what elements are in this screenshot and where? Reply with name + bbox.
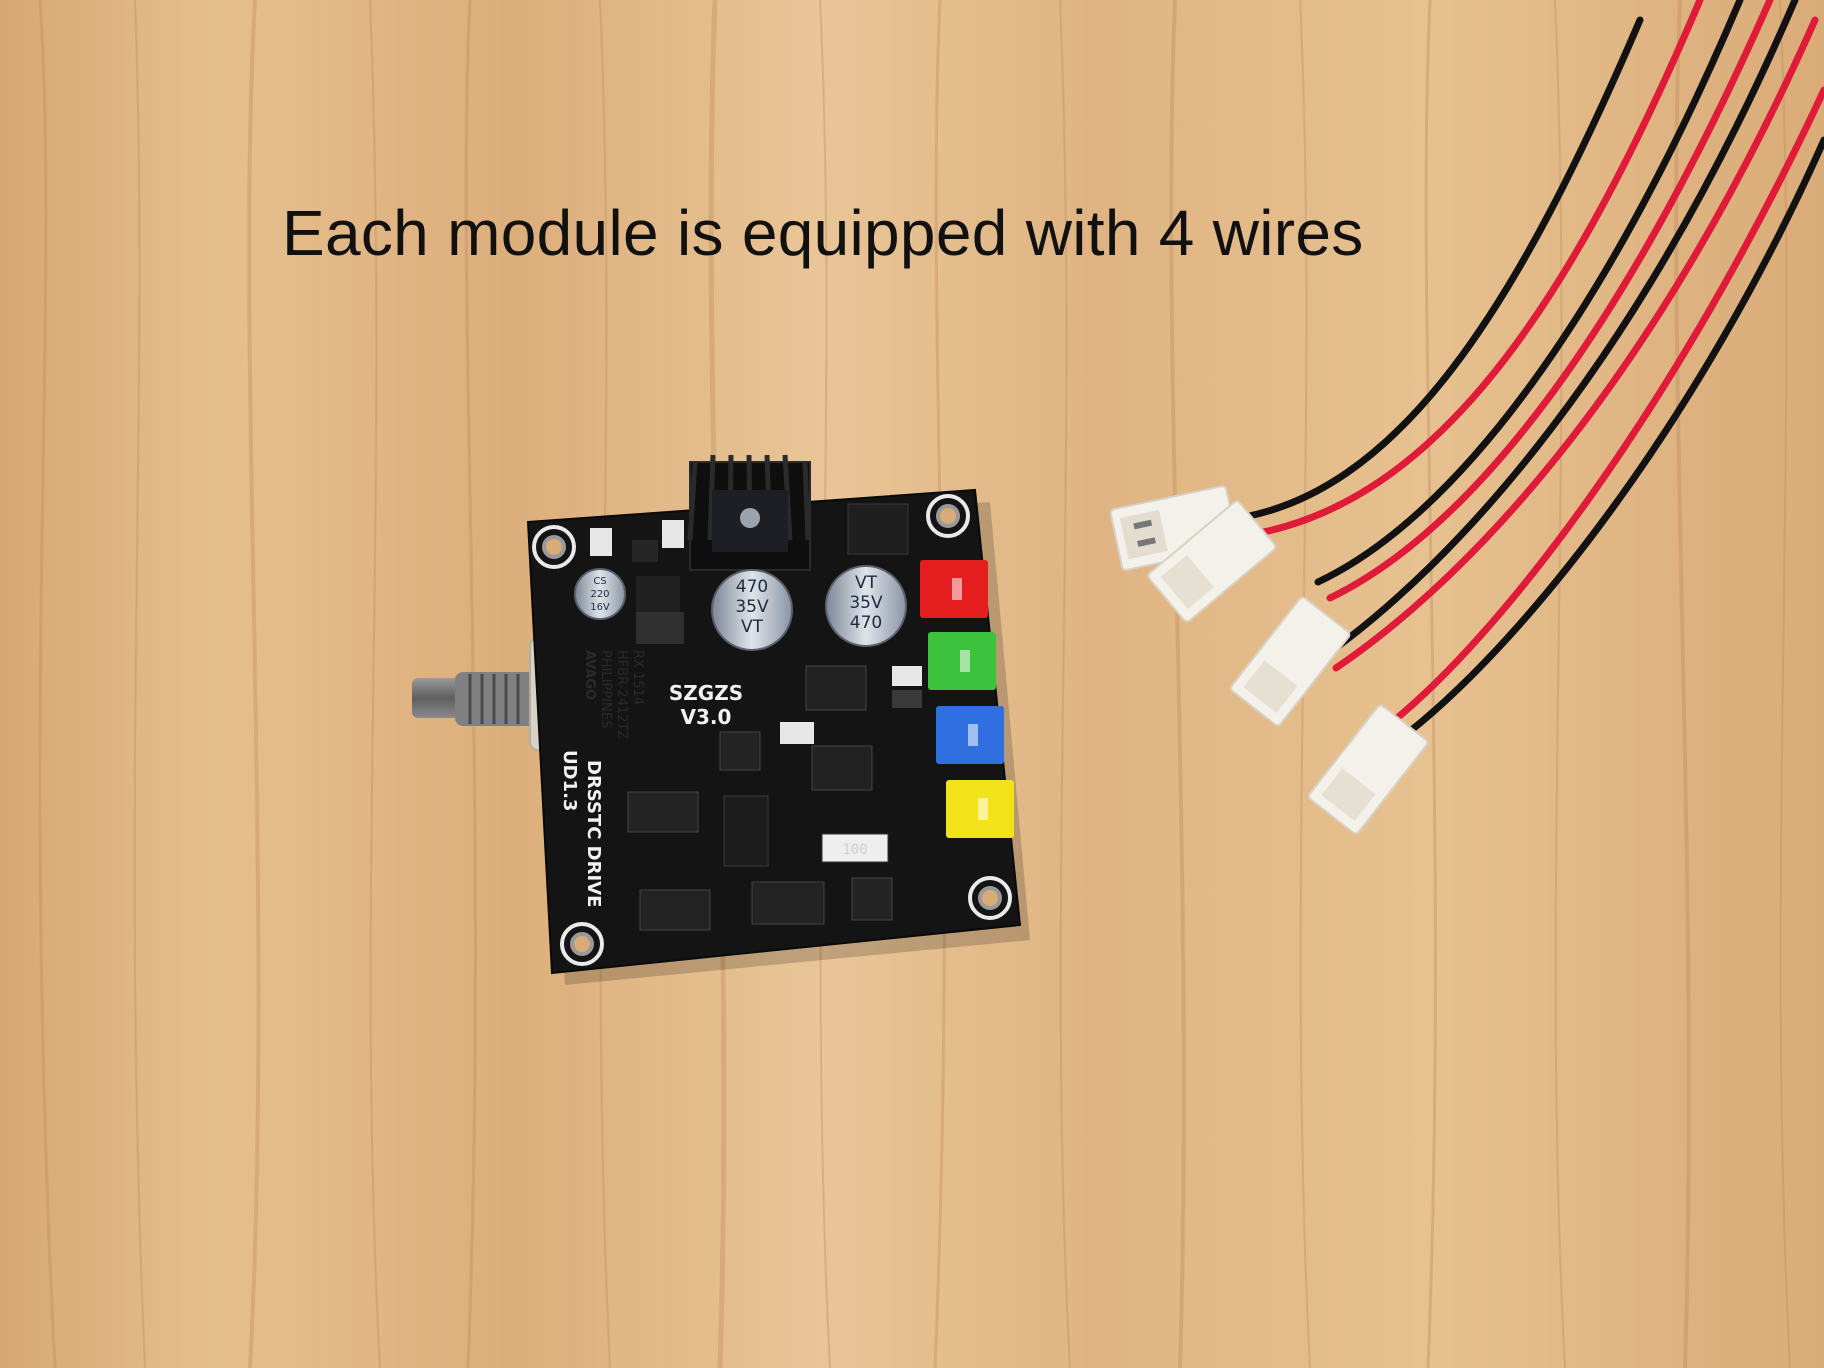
svg-text:RX 1514: RX 1514 (630, 650, 645, 705)
wire-black-2 (1314, 0, 1744, 586)
svg-text:PHILIPPINES: PHILIPPINES (598, 650, 613, 728)
svg-text:VT: VT (741, 617, 764, 637)
image-caption: Each module is equipped with 4 wires (282, 197, 1364, 269)
wire-red-4 (1378, 86, 1824, 734)
svg-text:AVAGO: AVAGO (582, 650, 597, 700)
capacitor-right: VT 35V 470 (825, 565, 907, 647)
drive-version-label: UD1.3 (559, 750, 580, 811)
svg-text:VT: VT (855, 573, 878, 593)
surface-mount-components: 100 (590, 503, 922, 931)
wire-red-1 (1221, 0, 1704, 542)
wood-grain (38, 0, 1791, 1368)
svg-text:CS: CS (593, 576, 606, 587)
pcb-board: 470 35V VT VT 35V 470 CS 220 16V AVAGO P… (526, 454, 1022, 975)
capacitor-small: CS 220 16V (574, 568, 626, 620)
colored-connectors (920, 560, 1014, 838)
heat-sink (687, 454, 811, 571)
wire-red-3 (1332, 16, 1819, 672)
wire-black-1 (1221, 16, 1644, 524)
board-brand-label: SZGZS (669, 681, 743, 705)
wire-black-3 (1318, 0, 1799, 662)
svg-text:470: 470 (736, 577, 768, 597)
board-version-label: V3.0 (681, 705, 732, 729)
plug-2 (1147, 500, 1277, 623)
svg-text:HFBR-2412TZ: HFBR-2412TZ (614, 650, 629, 739)
wire-harness (1221, 0, 1824, 746)
plug-4 (1308, 704, 1429, 835)
svg-text:35V: 35V (849, 593, 883, 613)
svg-text:220: 220 (590, 589, 609, 600)
plug-3 (1230, 596, 1351, 727)
drive-label: DRSSTC DRIVE (583, 760, 604, 907)
receiver-label: AVAGO PHILIPPINES HFBR-2412TZ RX 1514 (582, 650, 645, 739)
wire-plugs (1109, 485, 1429, 835)
wire-black-4 (1392, 136, 1824, 746)
svg-text:470: 470 (850, 613, 882, 633)
resistor-label: 100 (842, 842, 867, 858)
svg-text:35V: 35V (735, 597, 769, 617)
wire-red-2 (1326, 0, 1774, 602)
capacitor-left: 470 35V VT (711, 569, 793, 651)
svg-text:16V: 16V (590, 602, 610, 613)
mounting-holes (532, 494, 1012, 966)
